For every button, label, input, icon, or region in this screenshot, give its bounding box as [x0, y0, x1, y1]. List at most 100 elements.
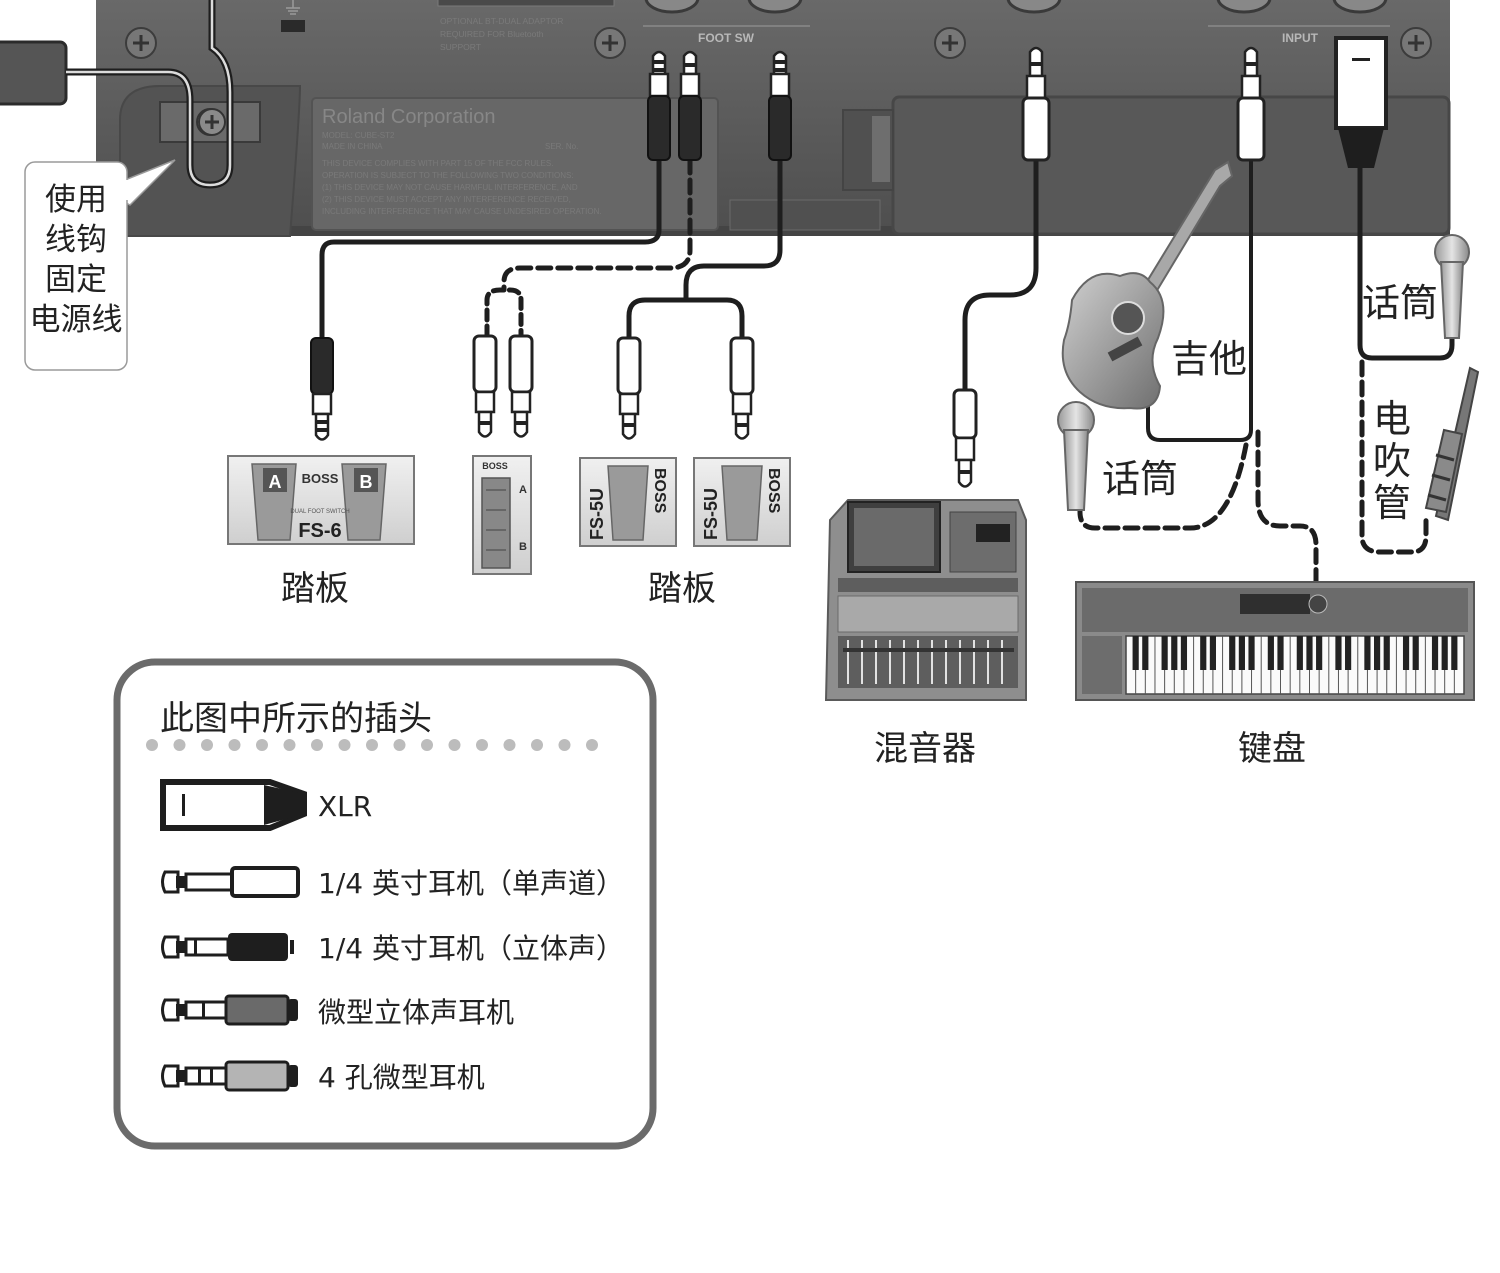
- cable-wind: [1359, 359, 1429, 555]
- wind-label-char: 管: [1373, 481, 1411, 525]
- black-key: [1296, 636, 1303, 670]
- fcc-line: INCLUDING INTERFERENCE THAT MAY CAUSE UN…: [322, 207, 602, 216]
- cables: [319, 157, 1455, 585]
- fs5u-1-brand: BOSS: [651, 468, 668, 514]
- mixer-label: 混音器: [874, 729, 976, 769]
- divider-dot: [421, 739, 433, 751]
- bt-note-line: REQUIRED FOR Bluetooth: [440, 29, 544, 39]
- black-key: [1412, 636, 1419, 670]
- cable-mixer: [962, 157, 1039, 393]
- cable-fs5u-split: [626, 297, 745, 343]
- divider-dot: [228, 739, 241, 751]
- black-key: [1431, 636, 1439, 670]
- fs6-model: FS-6: [298, 520, 341, 542]
- mic-right-label: 话筒: [1362, 281, 1438, 325]
- rating-plate: [311, 97, 719, 231]
- mono-plug-icon: [1236, 46, 1266, 162]
- cable-mic-left: [1077, 442, 1249, 531]
- fcc-line: (1) THIS DEVICE MAY NOT CAUSE HARMFUL IN…: [322, 183, 578, 192]
- legend-item-label: 1/4 英寸耳机（单声道）: [318, 867, 624, 900]
- divider-dot: [283, 739, 296, 751]
- divider-dot: [476, 739, 488, 751]
- fs5u-1-model: FS-5U: [587, 488, 607, 540]
- foot-sw-label: FOOT SW: [698, 31, 755, 45]
- cable-guitar: [1146, 158, 1253, 442]
- legend-item-label: 1/4 英寸耳机（立体声）: [318, 932, 624, 965]
- divider-dot: [531, 739, 543, 751]
- mono-plug-icon: [729, 336, 755, 440]
- mono-plug-icon: [1021, 46, 1051, 162]
- divider-dot: [338, 739, 351, 751]
- mono-plug-icon: [508, 334, 534, 438]
- amplifier-rear-panel: OPTIONAL BT-DUAL ADAPTOR REQUIRED FOR Bl…: [0, 0, 1451, 237]
- fs6-brand: BOSS: [302, 471, 339, 486]
- pedal-plugs: [310, 334, 978, 488]
- panel-knobs: [644, 0, 1388, 14]
- divider-dot: [201, 739, 213, 751]
- fcc-line: (2) THIS DEVICE MUST ACCEPT ANY INTERFER…: [322, 195, 571, 204]
- plug-legend: 此图中所示的插头 XLR 1/4 英寸耳机（单声道） 1/4 英寸耳机（立体声）: [113, 658, 657, 1150]
- cable-mic-right: [1357, 162, 1455, 361]
- panel-screw: [1400, 27, 1432, 59]
- legend-divider: [146, 739, 598, 751]
- callout-line: 线钩: [45, 222, 107, 258]
- black-key: [1373, 636, 1381, 670]
- fcc-line: THIS DEVICE COMPLIES WITH PART 15 OF THE…: [322, 159, 553, 168]
- cable-fs7-split: [484, 287, 524, 339]
- stereo-plug-icon: [647, 50, 671, 161]
- black-key: [1142, 636, 1149, 670]
- mini-stereo-plug-icon: [161, 994, 298, 1026]
- mono-plug-icon: [678, 50, 702, 161]
- black-key: [1229, 636, 1236, 670]
- black-key: [1402, 636, 1410, 670]
- guitar-label: 吉他: [1171, 337, 1247, 381]
- fcc-line: OPERATION IS SUBJECT TO THE FOLLOWING TW…: [322, 171, 574, 180]
- stereo-plug-icon: [161, 933, 294, 961]
- fs7-b-label: B: [519, 541, 527, 553]
- keyboard-synth: [1075, 581, 1475, 701]
- cord-hook-callout: 使用 线钩 固定 电源线: [24, 159, 176, 371]
- digital-mixer: [824, 499, 1027, 701]
- black-key: [1171, 636, 1178, 670]
- stereo-plug-icon: [768, 50, 792, 161]
- fs5u-foot-switch-1: FS-5U BOSS: [579, 457, 677, 547]
- callout-line: 电源线: [30, 302, 123, 338]
- stereo-plug-icon: [310, 337, 334, 441]
- manufacturer-name: Roland Corporation: [322, 106, 495, 128]
- black-key: [1451, 636, 1458, 670]
- cable-keyboard: [1255, 429, 1319, 585]
- pedal-label-right: 踏板: [648, 569, 716, 609]
- black-key: [1364, 636, 1371, 670]
- black-key: [1383, 636, 1390, 670]
- black-key: [1209, 636, 1217, 670]
- legend-item-label: XLR: [318, 790, 372, 823]
- power-adaptor: [0, 40, 68, 106]
- model-line: MODEL: CUBE-ST2: [322, 131, 395, 140]
- cable-fs7: [501, 157, 693, 293]
- bt-note-line: OPTIONAL BT-DUAL ADAPTOR: [440, 16, 563, 26]
- mono-plug-icon: [616, 336, 642, 440]
- mono-plug-icon: [472, 334, 498, 438]
- four-pole-mini-plug-icon: [161, 1060, 298, 1092]
- callout-line: 固定: [45, 262, 107, 298]
- fs5u-2-model: FS-5U: [701, 488, 721, 540]
- black-key: [1316, 636, 1323, 670]
- divider-dot: [146, 739, 158, 751]
- divider-dot: [366, 739, 378, 751]
- wind-instrument: [1424, 366, 1480, 522]
- fs7-foot-switch: BOSS A B: [472, 455, 532, 575]
- made-in-line: MADE IN CHINA: [322, 142, 383, 151]
- mono-plug-icon: [952, 388, 978, 488]
- xlr-plug-icon: [1334, 36, 1388, 168]
- input-label: INPUT: [1282, 31, 1319, 45]
- black-key: [1335, 636, 1342, 670]
- panel-plugs: [647, 36, 1388, 168]
- fs6-a-label: A: [269, 472, 282, 492]
- keyboard-label: 键盘: [1238, 729, 1306, 769]
- black-key: [1132, 636, 1139, 670]
- divider-dot: [393, 739, 406, 751]
- black-key: [1345, 636, 1352, 670]
- black-key: [1161, 636, 1168, 670]
- panel-screw: [594, 27, 626, 59]
